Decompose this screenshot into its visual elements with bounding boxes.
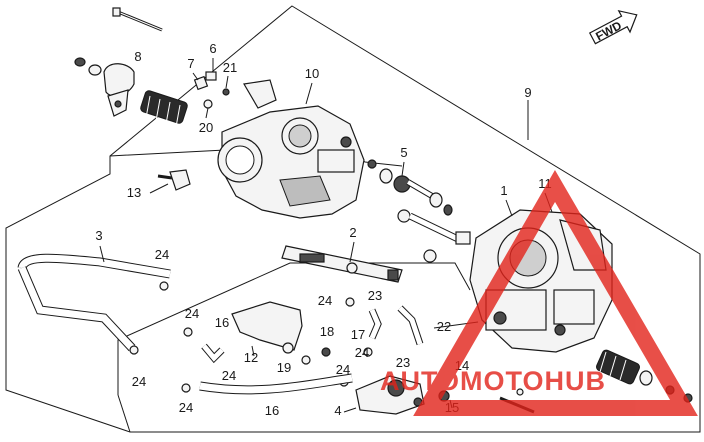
leader-10 [305,82,313,105]
part-number-label: 2 [349,225,356,240]
part-number-label: 6 [209,41,216,56]
part-number-label: 3 [95,228,102,243]
part-5-linkage [379,161,453,216]
part-number-label: 21 [223,60,237,75]
small-fittings [192,58,230,119]
throttle-cap-assembly [74,57,135,117]
part-number-label: 20 [199,120,213,135]
part-number-label: 5 [400,145,407,160]
part-number-label: 24 [155,247,169,262]
part-number-label: 1 [500,183,507,198]
part-number-label: 16 [265,403,279,418]
part-17-hose [368,305,424,346]
part-number-label: 24 [222,368,236,383]
part-number-label: 24 [179,400,193,415]
part-number-label: 24 [318,293,332,308]
part-13-bracket [149,169,191,194]
connecting-rod [397,209,471,263]
part-2-adjuster [281,241,403,283]
forward-direction-arrow: FWD [588,9,638,45]
part-number-label: 13 [127,185,141,200]
part-number-label: 17 [351,327,365,342]
part-number-label: 22 [437,319,451,334]
part-number-label: 24 [185,306,199,321]
part-number-label: 24 [336,362,350,377]
lower-group-edge [117,394,131,433]
part-number-label: 16 [215,315,229,330]
part-16-drain-hose [199,373,353,395]
part-number-label: 7 [187,56,194,71]
part-4-fuel-valve [343,375,425,415]
part-number-label: 23 [368,288,382,303]
part-number-label: 4 [334,403,341,418]
part-number-label: 10 [305,66,319,81]
automotohub-watermark: AUTOMOTOHUB [380,170,698,416]
part-number-label: 8 [134,49,141,64]
part-number-label: 12 [244,350,258,365]
part-number-label: 19 [277,360,291,375]
part-12-bracket [231,301,303,357]
front-carburetor [217,79,377,219]
part-number-label: 24 [355,345,369,360]
part-number-label: 9 [524,85,531,100]
spring [140,90,188,128]
part-number-label: 18 [320,324,334,339]
watermark-text: AUTOMOTOHUB [380,366,606,396]
part-8-shaft [112,7,163,32]
assembly-outline [5,5,701,433]
lower-group-outline [117,262,471,395]
part-16-vent-hose [201,343,225,364]
part-number-label: 23 [396,355,410,370]
part-number-label: 24 [132,374,146,389]
part-3-fuel-hose [17,245,171,352]
screws-18-19 [301,347,331,365]
